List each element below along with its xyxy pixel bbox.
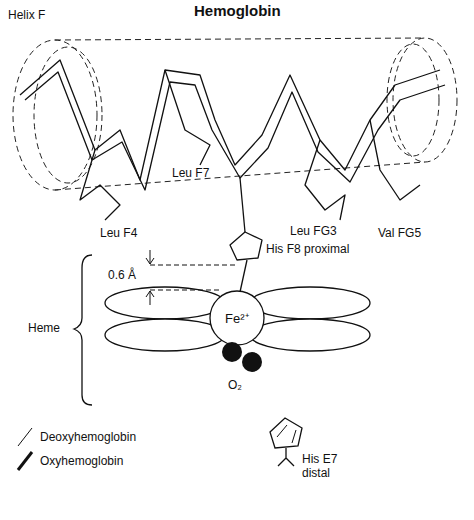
bracket-label: Heme	[28, 321, 60, 335]
residue-label: Leu F7	[172, 166, 209, 180]
residue-label: His E7 distal	[302, 452, 348, 481]
diagram-title: Hemoglobin	[194, 2, 281, 20]
dimension-label: 0.6 Å	[108, 268, 136, 282]
iron-atom: Fe²⁺	[225, 309, 249, 327]
residue-label: Leu F4	[100, 226, 137, 240]
helix-label: Helix F	[8, 8, 45, 22]
residue-label: His F8 proximal	[266, 242, 349, 256]
legend-text: Oxyhemoglobin	[40, 454, 123, 468]
atom-label: Fe²⁺	[225, 309, 249, 327]
molecule-label: O₂	[228, 378, 242, 392]
residue-label: Val FG5	[378, 226, 421, 240]
legend-text: Deoxyhemoglobin	[40, 430, 136, 444]
residue-label: Leu FG3	[290, 224, 337, 238]
